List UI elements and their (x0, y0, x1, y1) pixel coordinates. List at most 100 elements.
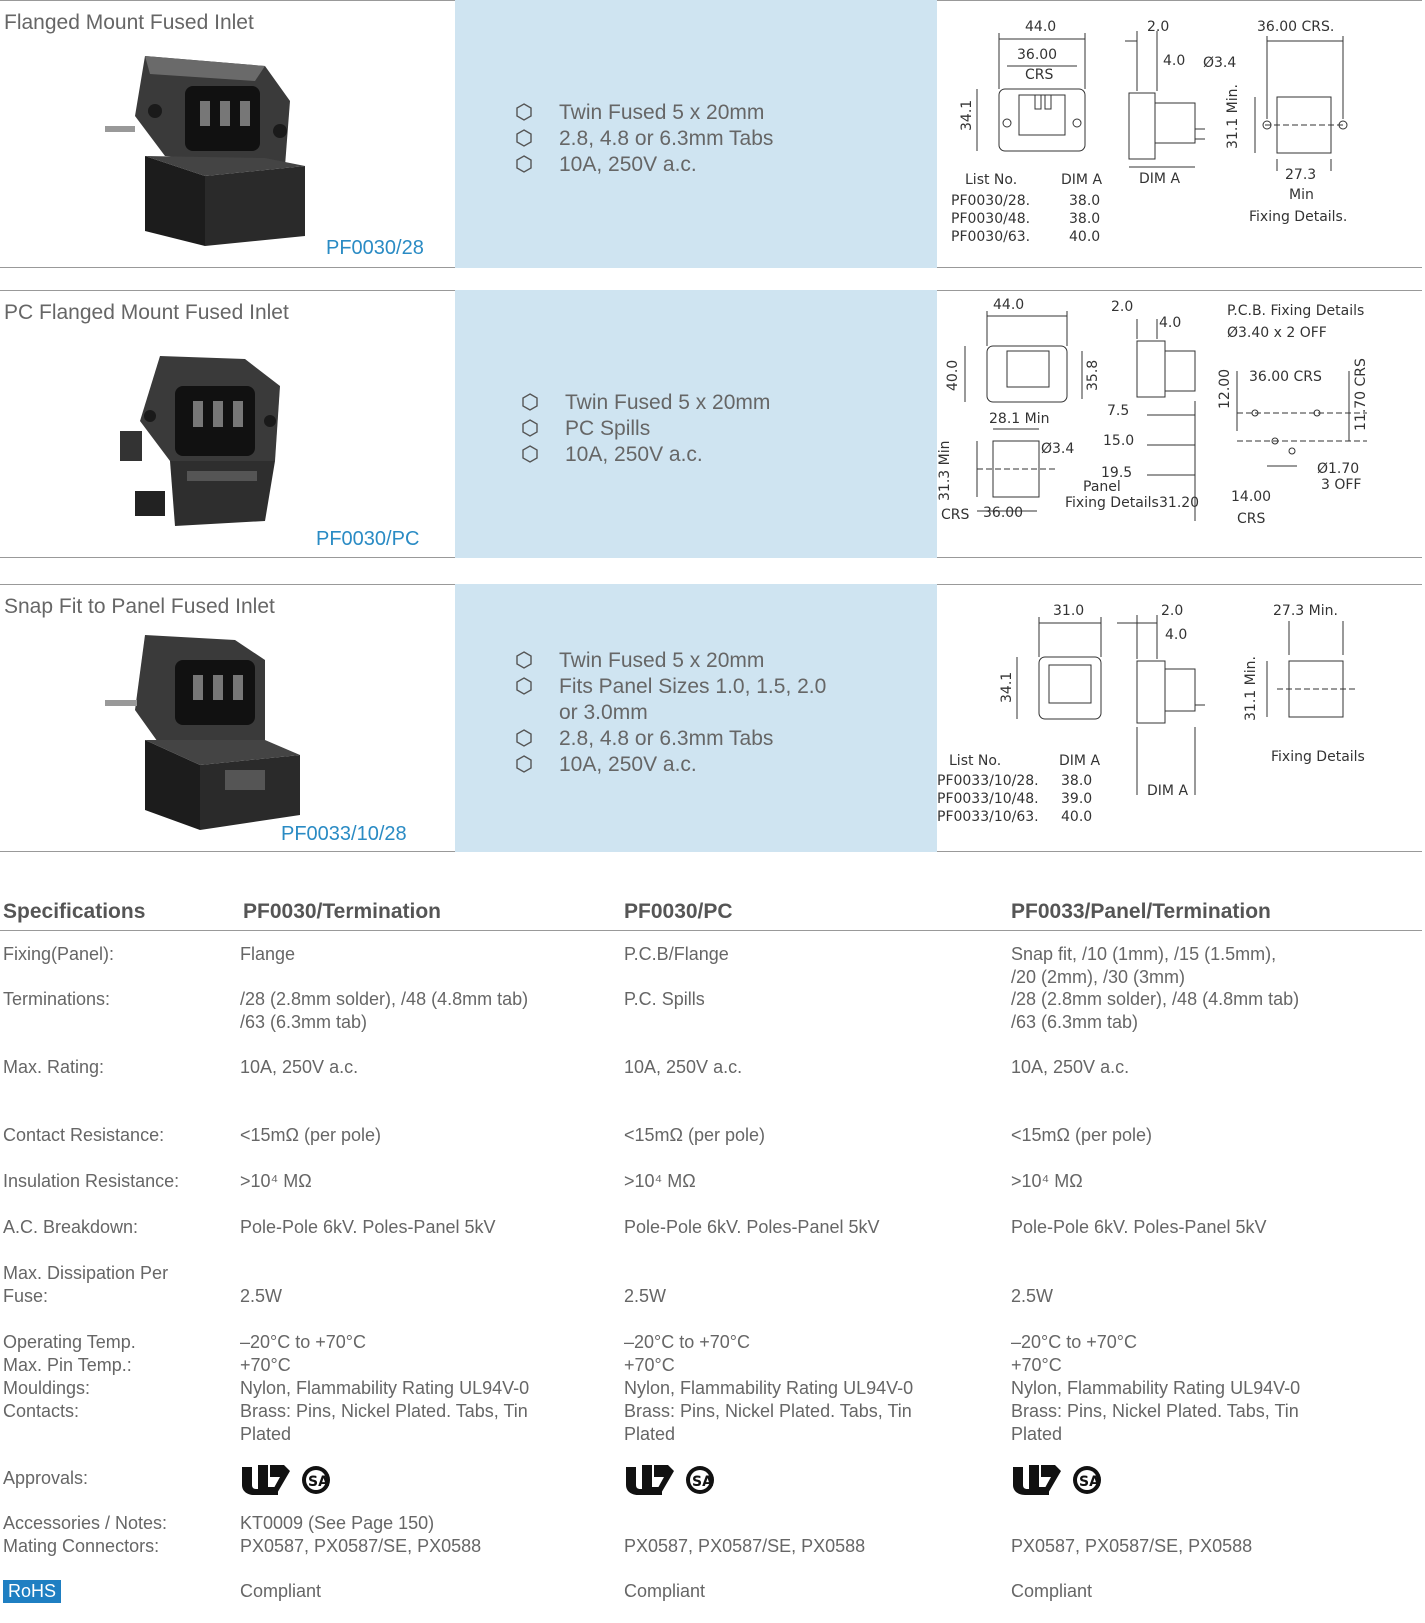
dim-value: 38.0 (1069, 193, 1100, 209)
spec-line: P.C.B/Flange (624, 944, 729, 964)
spec-line: Pole-Pole 6kV. Poles-Panel 5kV (240, 1217, 496, 1237)
dim-label: Ø3.4 (1041, 441, 1074, 457)
hexagon-bullet-icon (522, 419, 538, 437)
spec-value-pf0033: Snap fit, /10 (1mm), /15 (1.5mm),/20 (2m… (1011, 943, 1411, 989)
spec-line: Fixing(Panel): (3, 944, 115, 964)
spec-line: 2.5W (240, 1286, 283, 1306)
spec-line: Accessories / Notes: (3, 1513, 168, 1533)
spec-value-pf0033: >10⁴ MΩ (1011, 1170, 1411, 1193)
spec-line: <15mΩ (per pole) (240, 1125, 382, 1145)
feature-panel: Twin Fused 5 x 20mm 2.8, 4.8 or 6.3mm Ta… (455, 0, 937, 268)
spec-line: KT0009 (See Page 150) (240, 1513, 435, 1533)
product-title: PC Flanged Mount Fused Inlet (4, 301, 289, 324)
dim-label: 31.1 Min. (1243, 656, 1259, 721)
spec-line: Compliant (1011, 1581, 1093, 1601)
dim-label: P.C.B. Fixing Details (1227, 303, 1364, 319)
spec-value-pf0030-pc: Compliant (624, 1580, 994, 1603)
dim-label: Fixing Details (1065, 495, 1159, 511)
spec-value-pf0030-pc: PX0587, PX0587/SE, PX0588 (624, 1512, 994, 1558)
list-no: PF0033/10/63. (937, 809, 1039, 825)
spec-line: Compliant (240, 1581, 322, 1601)
spec-label: Max. Rating: (3, 1056, 228, 1079)
spec-value-pf0030-termination: Compliant (240, 1580, 600, 1603)
spec-line: Terminations: (3, 989, 111, 1009)
list-no: PF0033/10/28. (937, 773, 1039, 789)
spec-label: Operating Temp.Max. Pin Temp.:Mouldings:… (3, 1331, 228, 1423)
spec-line: Nylon, Flammability Rating UL94V-0 (1011, 1378, 1301, 1398)
feature-item: Twin Fused 5 x 20mm (515, 648, 826, 674)
dim-label: 31.1 Min. (1225, 84, 1241, 149)
product-photo (120, 356, 280, 526)
dimension-drawing: 44.0 40.0 35.8 2.0 4.0 P.C.B. Fixing Det… (937, 297, 1369, 527)
list-no: PF0030/28. (951, 193, 1030, 209)
dim-label: 4.0 (1163, 53, 1185, 69)
spec-line: PX0587, PX0587/SE, PX0588 (624, 1536, 866, 1556)
spec-line: /63 (6.3mm tab) (240, 1012, 368, 1032)
dim-label: 36.00 CRS (1249, 369, 1322, 385)
list-header: List No. (949, 753, 1001, 769)
list-no: PF0033/10/48. (937, 791, 1039, 807)
spec-line: Plated (624, 1424, 676, 1444)
product-photo-panel: Snap Fit to Panel Fused Inlet PF0033/10/… (0, 584, 455, 852)
spec-line: Plated (1011, 1424, 1063, 1444)
hexagon-bullet-icon (516, 155, 532, 173)
spec-line: /63 (6.3mm tab) (1011, 1012, 1139, 1032)
spec-line: Pole-Pole 6kV. Poles-Panel 5kV (1011, 1217, 1267, 1237)
spec-header-pf0030-pc: PF0030/PC (624, 900, 733, 923)
dim-label: 28.1 Min (989, 411, 1049, 427)
spec-line: Compliant (624, 1581, 706, 1601)
dim-label: Ø1.70 (1317, 461, 1359, 477)
dim-label: CRS (1237, 511, 1266, 527)
dimension-drawing: 44.0 36.00 CRS 34.1 2.0 4.0 DIM A Ø3.4 3… (951, 19, 1348, 245)
dim-label: 40.0 (945, 360, 961, 391)
hexagon-bullet-icon (522, 445, 538, 463)
dim-label: DIM A (1147, 783, 1188, 799)
spec-line: Contacts: (3, 1401, 80, 1421)
spec-value-pf0030-pc: 10A, 250V a.c. (624, 1056, 994, 1079)
csa-approval-icon: SA (302, 1466, 330, 1494)
dim-label: DIM A (1139, 171, 1180, 187)
svg-text:SA: SA (692, 1474, 713, 1490)
spec-line: Max. Pin Temp.: (3, 1355, 132, 1375)
spec-line: +70°C (240, 1355, 291, 1375)
ul-approval-icon (242, 1465, 290, 1495)
spec-line: Approvals: (3, 1468, 89, 1488)
spec-line: Max. Rating: (3, 1057, 105, 1077)
spec-header-pf0033: PF0033/Panel/Termination (1011, 900, 1271, 923)
spec-value-pf0030-termination: /28 (2.8mm solder), /48 (4.8mm tab) /63 (… (240, 988, 600, 1034)
feature-item: Twin Fused 5 x 20mm (521, 390, 770, 416)
product-title: Flanged Mount Fused Inlet (4, 11, 254, 34)
spec-line (1011, 1512, 1411, 1535)
spec-line: /28 (2.8mm solder), /48 (4.8mm tab) (240, 989, 529, 1009)
spec-line: 2.5W (624, 1286, 667, 1306)
product-code: PF0030/28 (326, 237, 424, 259)
spec-header-label: Specifications (3, 900, 146, 923)
feature-item: 2.8, 4.8 or 6.3mm Tabs (515, 126, 773, 152)
dim-label: Fixing Details. (1249, 209, 1347, 225)
spec-line: –20°C to +70°C (1011, 1332, 1137, 1352)
hexagon-bullet-icon (516, 129, 532, 147)
feature-item-continued: or 3.0mm (559, 701, 648, 724)
spec-value-pf0030-pc: 2.5W (624, 1262, 994, 1308)
feature-list: Twin Fused 5 x 20mm PC Spills 10A, 250V … (521, 390, 770, 468)
spec-line: A.C. Breakdown: (3, 1217, 139, 1237)
spec-line: Brass: Pins, Nickel Plated. Tabs, Tin (240, 1401, 528, 1421)
dim-label: 2.0 (1161, 603, 1183, 619)
spec-value-pf0030-pc: >10⁴ MΩ (624, 1170, 994, 1193)
dim-label: 36.00 (983, 505, 1023, 521)
dim-label: 2.0 (1111, 299, 1133, 315)
spec-line (1011, 1262, 1411, 1285)
spec-line: Brass: Pins, Nickel Plated. Tabs, Tin (624, 1401, 912, 1421)
dim-value: 39.0 (1061, 791, 1092, 807)
spec-line: –20°C to +70°C (240, 1332, 366, 1352)
dimension-drawing-panel: 44.0 36.00 CRS 34.1 2.0 4.0 DIM A Ø3.4 3… (937, 0, 1422, 268)
dim-label: 31.3 Min (937, 441, 953, 501)
approval-marks: SA (240, 1463, 332, 1497)
dim-value: 38.0 (1069, 211, 1100, 227)
list-no: PF0030/48. (951, 211, 1030, 227)
spec-line: Max. Dissipation Per (3, 1263, 169, 1283)
spec-header-pf0030-termination: PF0030/Termination (243, 900, 442, 923)
spec-label: A.C. Breakdown: (3, 1216, 228, 1239)
